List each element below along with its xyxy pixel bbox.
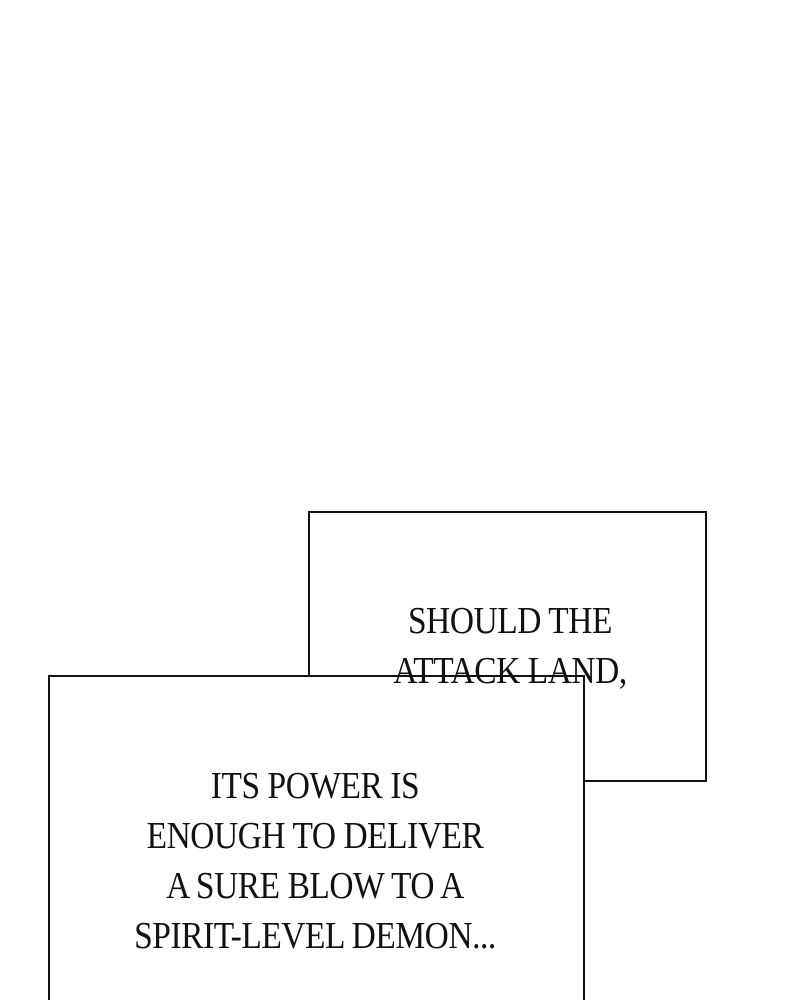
caption-line: SPIRIT-LEVEL DEMON...: [134, 915, 496, 957]
caption-box-join: [310, 677, 583, 780]
caption-line: ATTACK LAND,: [393, 650, 627, 692]
caption-line: ITS POWER IS: [210, 765, 420, 807]
caption-text-top: SHOULD THE ATTACK LAND,: [378, 596, 642, 696]
caption-line: A SURE BLOW TO A: [166, 865, 464, 907]
caption-line: ENOUGH TO DELIVER: [146, 815, 484, 857]
caption-text-bottom: ITS POWER IS ENOUGH TO DELIVER A SURE BL…: [117, 761, 513, 961]
caption-line: SHOULD THE: [408, 600, 612, 642]
